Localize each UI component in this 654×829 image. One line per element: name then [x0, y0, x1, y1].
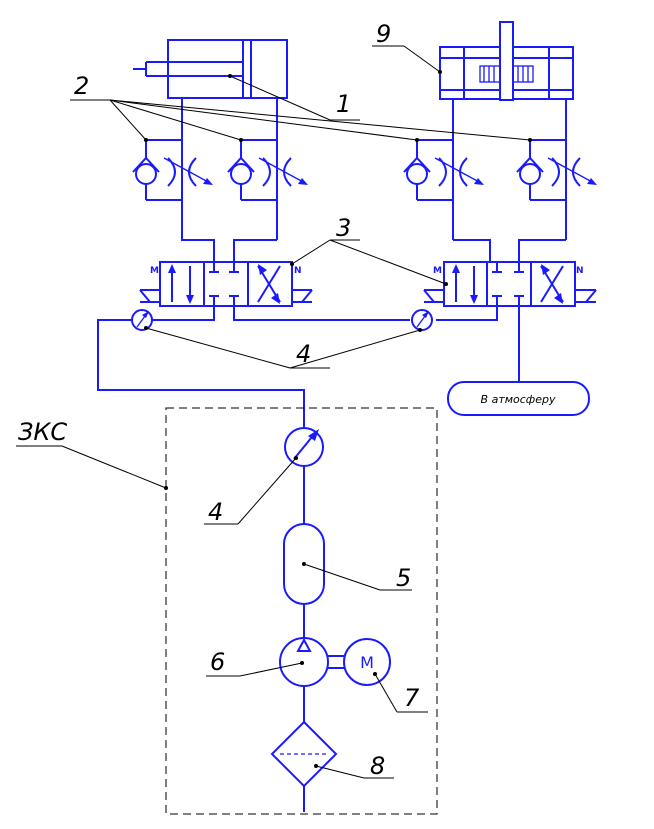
label-9: 9	[376, 20, 391, 48]
receiver-5	[283, 523, 325, 605]
label-3: 3	[336, 214, 351, 242]
throttle-check-valve	[516, 139, 597, 240]
label-zks: ЗКС	[18, 418, 67, 446]
throttle-check-valve	[227, 139, 308, 240]
part-labels: 1 2 3 4 ЗКС 4 5 6 7 8 9	[18, 20, 420, 780]
pressure-gauge-4-main	[284, 427, 324, 467]
label-4-main: 4	[208, 498, 223, 526]
label-7: 7	[404, 684, 420, 712]
label-1: 1	[336, 90, 351, 118]
distributor-3-left: M N	[139, 261, 313, 307]
filter-8	[270, 720, 338, 788]
atmosphere-label: В атмосферу	[481, 393, 556, 406]
valve-m-label: M	[150, 266, 159, 276]
valve-m-label: M	[433, 266, 442, 276]
throttle-check-valve	[403, 139, 484, 240]
pressure-gauge-4	[131, 309, 153, 331]
leader-lines	[16, 45, 532, 779]
motor-label: М	[360, 653, 374, 672]
actuator-lines	[181, 98, 567, 140]
label-8: 8	[370, 752, 385, 780]
distributor-feed-lines	[181, 232, 566, 262]
throttle-check-valve	[132, 139, 213, 232]
label-5: 5	[396, 564, 411, 592]
supply-lines	[97, 306, 520, 428]
valve-n-label: N	[294, 266, 302, 276]
compressor-6	[279, 637, 344, 687]
label-2: 2	[74, 72, 89, 100]
throttle-check-valves-2	[132, 139, 597, 240]
motor-7: М	[343, 638, 391, 686]
atmosphere-outlet: В атмосферу	[447, 381, 590, 416]
zks-boundary	[165, 407, 438, 815]
gripper-9	[439, 21, 574, 101]
pressure-gauge-4	[411, 309, 433, 331]
label-6: 6	[210, 648, 225, 676]
label-4-top: 4	[296, 340, 311, 368]
distributor-3-right: M N	[423, 261, 597, 307]
valve-n-label: N	[576, 266, 584, 276]
cylinder-1	[133, 39, 288, 99]
